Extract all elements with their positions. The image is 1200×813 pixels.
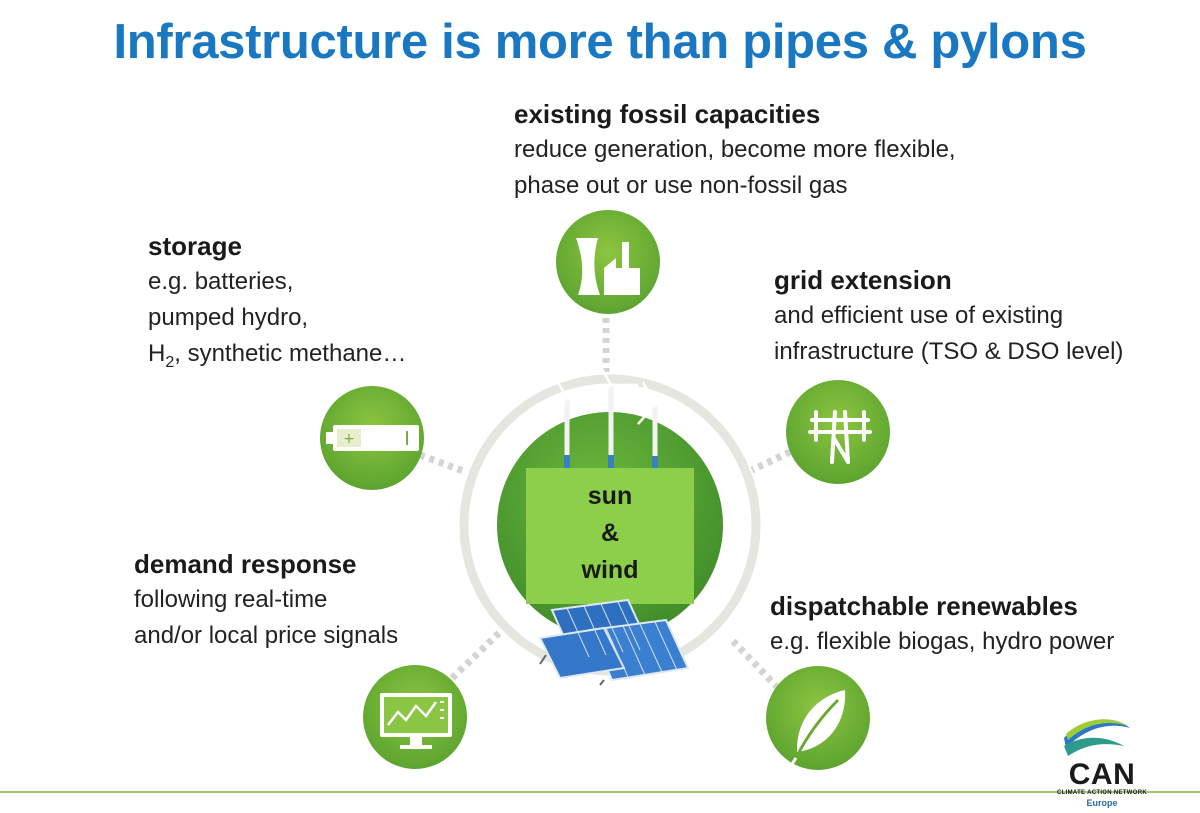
center-label-line1: sun bbox=[587, 482, 633, 510]
node-text-dispatch: dispatchable renewables e.g. flexible bi… bbox=[770, 588, 1114, 660]
center-label: sun & wind bbox=[526, 478, 694, 589]
solar-panels-icon bbox=[538, 598, 690, 686]
storage-heading: storage bbox=[148, 231, 242, 261]
grid-line1: and efficient use of existing bbox=[774, 302, 1064, 329]
demand-heading: demand response bbox=[134, 549, 357, 579]
logo-text: CAN bbox=[1068, 758, 1136, 791]
grid-line2: infrastructure (TSO & DSO level) bbox=[774, 338, 1124, 365]
node-text-storage: storage e.g. batteries, pumped hydro, H2… bbox=[148, 228, 406, 381]
power-plant-icon bbox=[576, 238, 640, 295]
center-label-box bbox=[526, 468, 694, 604]
grid-heading: grid extension bbox=[774, 265, 952, 295]
monitor-chart-icon bbox=[380, 693, 452, 749]
connector-demand bbox=[442, 629, 503, 688]
storage-line1: e.g. batteries, bbox=[148, 268, 294, 295]
node-text-demand: demand response following real-time and/… bbox=[134, 546, 398, 654]
storage-line3: H2, synthetic methane… bbox=[148, 336, 406, 381]
leaf-icon bbox=[790, 690, 846, 765]
page-title: Infrastructure is more than pipes & pylo… bbox=[113, 15, 1087, 69]
fossil-line1: reduce generation, become more flexible, bbox=[514, 136, 956, 163]
connector-storage bbox=[418, 451, 468, 476]
logo-subtitle: CLIMATE ACTION NETWORK bbox=[1057, 790, 1147, 796]
dispatch-heading: dispatchable renewables bbox=[770, 591, 1078, 621]
storage-line3-sub: 2 bbox=[165, 353, 175, 371]
demand-line1: following real-time bbox=[134, 586, 328, 613]
battery-icon: + bbox=[326, 425, 419, 451]
node-text-grid: grid extension and efficient use of exis… bbox=[774, 262, 1123, 370]
node-text-fossil: existing fossil capacities reduce genera… bbox=[514, 96, 956, 204]
logo-subtitle-region: Europe bbox=[1086, 798, 1118, 808]
wind-turbines-icon bbox=[547, 357, 681, 470]
storage-line3-pre: H bbox=[148, 340, 166, 367]
center-label-line3: wind bbox=[581, 556, 639, 584]
connectors bbox=[418, 308, 792, 691]
storage-line3-post: , synthetic methane… bbox=[174, 340, 407, 367]
center-label-line2: & bbox=[600, 519, 620, 547]
pylon-icon bbox=[808, 410, 872, 464]
fossil-line2: phase out or use non-fossil gas bbox=[514, 172, 848, 199]
dispatch-line1: e.g. flexible biogas, hydro power bbox=[770, 628, 1115, 655]
connector-dispatch bbox=[729, 637, 781, 691]
demand-line2: and/or local price signals bbox=[134, 622, 399, 649]
svg-text:+: + bbox=[343, 431, 355, 447]
storage-line2: pumped hydro, bbox=[148, 304, 309, 331]
node-circle-fossil bbox=[556, 210, 660, 314]
fossil-heading: existing fossil capacities bbox=[514, 99, 821, 129]
can-logo bbox=[1064, 719, 1130, 756]
connector-grid bbox=[750, 448, 792, 474]
